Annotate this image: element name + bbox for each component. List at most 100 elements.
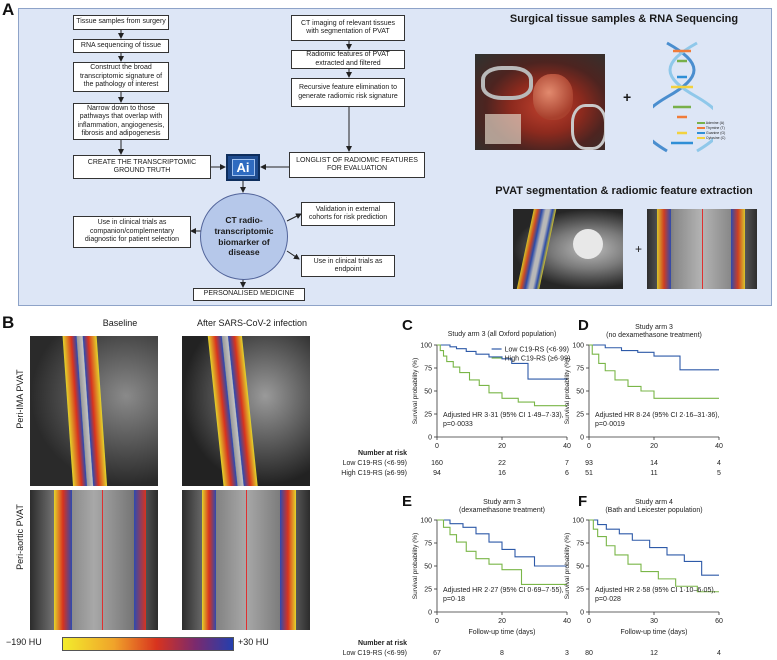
km-risk-low-E: 67 (433, 650, 441, 657)
km-title-D: Study arm 3 (635, 324, 673, 331)
panel-a-letter: A (2, 0, 15, 19)
km-risk-high-D: 11 (650, 470, 657, 477)
pvat-ct-scan-1 (513, 209, 623, 289)
flow-box-personalised-medicine: PERSONALISED MEDICINE (193, 288, 305, 301)
flow-box-radiomic-longlist: LONGLIST OF RADIOMIC FEATURES FOR EVALUA… (289, 152, 425, 178)
pvat-ct-scan-2 (647, 209, 757, 289)
km-ytick-label-F: 25 (576, 587, 584, 594)
biomarker-circle: CT radio-transcriptomic biomarker of dis… (200, 193, 288, 280)
km-ytick-label-C: 75 (424, 366, 432, 373)
km-legend-low: Low C19-RS (<6·99) (505, 347, 569, 354)
km-risk-low-C: 160 (431, 460, 443, 467)
km-xtick-label-F: 60 (715, 618, 723, 625)
km-curve-high-D (589, 344, 719, 399)
km-risk-low-C: 22 (498, 460, 506, 467)
km-risk-low-F: 12 (650, 650, 658, 657)
ai-chip-label: Ai (231, 159, 255, 176)
km-risk-low-D: 14 (650, 460, 658, 467)
km-letter-C: C (402, 317, 413, 334)
km-ylabel-E: Survival probability (%) (412, 533, 419, 599)
km-annotation-p-F: p=0·028 (595, 596, 621, 603)
km-risk-high-D: 51 (585, 470, 593, 477)
km-xtick-label-F: 30 (650, 618, 658, 625)
dna-legend: Adenine (A) Thymine (T) Guanine (G) Cyto… (697, 121, 725, 141)
hu-scale-max: +30 HU (238, 637, 269, 647)
dna-legend-a: Adenine (A) (705, 121, 725, 125)
km-risk-high-C: 16 (498, 470, 506, 477)
km-ytick-label-D: 50 (576, 389, 584, 396)
km-risk-high-C: 6 (565, 470, 569, 477)
km-title-C: Study arm 3 (all Oxford population) (448, 331, 557, 338)
km-letter-D: D (578, 317, 589, 334)
km-ylabel-D: Survival probability (%) (564, 358, 571, 424)
km-risk-low-E: 8 (500, 650, 504, 657)
km-annotation-D: Adjusted HR 8·24 (95% CI 2·16–31·36), (595, 412, 720, 419)
km-risk-high-C: 94 (433, 470, 441, 477)
km-subtitle-F: (Bath and Leicester population) (605, 507, 702, 514)
km-risk-row-high-C: High C19-RS (≥6·99) (341, 470, 407, 477)
flow-box-ct-imaging: CT imaging of relevant tissues with segm… (291, 15, 405, 41)
km-ytick-label-F: 75 (576, 541, 584, 548)
dna-helix-icon (653, 41, 713, 153)
km-ytick-label-F: 50 (576, 564, 584, 571)
km-letter-F: F (578, 493, 587, 510)
km-annotation-E: Adjusted HR 2·27 (95% CI 0·69–7·55), (443, 587, 564, 594)
km-xtick-label-E: 0 (435, 618, 439, 625)
km-curve-high-F (589, 519, 719, 593)
flow-box-companion-diagnostic: Use in clinical trials as companion/comp… (73, 216, 191, 248)
km-number-at-risk-E: Number at risk (358, 640, 407, 647)
km-curve-high-E (437, 519, 567, 585)
scan-baseline-aortic (30, 490, 158, 630)
dna-legend-t: Thymine (T) (705, 126, 725, 130)
plus-sign-1: + (623, 89, 632, 105)
km-risk-row-low-C: Low C19-RS (<6·99) (343, 460, 407, 467)
km-curve-low-F (589, 519, 719, 576)
km-title-F: Study arm 4 (635, 499, 673, 506)
ai-chip-icon: Ai (226, 154, 260, 181)
km-annotation-p-E: p=0·18 (443, 596, 465, 603)
km-ytick-label-C: 50 (424, 389, 432, 396)
km-subtitle-E: (dexamethasone treatment) (459, 507, 545, 514)
scan-baseline-ima (30, 336, 158, 486)
panel-b-letter: B (2, 313, 15, 332)
km-curve-low-E (437, 519, 567, 567)
hu-scale-min: −190 HU (6, 637, 42, 647)
dna-legend-c: Cytosine (C) (705, 136, 726, 140)
km-ytick-label-C: 25 (424, 412, 432, 419)
km-ytick-label-F: 100 (572, 518, 584, 525)
km-risk-low-E: 3 (565, 650, 569, 657)
km-number-at-risk-C: Number at risk (358, 450, 407, 457)
km-ytick-label-D: 25 (576, 412, 584, 419)
km-ytick-label-F: 0 (580, 610, 584, 617)
plus-sign-2: + (635, 242, 643, 256)
km-curve-low-C (437, 344, 567, 380)
km-annotation-C: Adjusted HR 3·31 (95% CI 1·49–7·33), (443, 412, 564, 419)
km-subtitle-D: (no dexamethasone treatment) (606, 332, 702, 339)
flow-connectors (118, 30, 352, 288)
km-xtick-label-C: 20 (498, 443, 506, 450)
km-ylabel-F: Survival probability (%) (564, 533, 571, 599)
km-curve-high-C (437, 344, 567, 407)
km-xtick-label-C: 0 (435, 443, 439, 450)
km-ytick-label-C: 100 (420, 343, 432, 350)
flow-box-feature-elimination: Recursive feature elimination to generat… (291, 78, 405, 107)
km-annotation-p-C: p=0·0033 (443, 421, 473, 428)
flow-box-ground-truth: CREATE THE TRANSCRIPTOMIC GROUND TRUTH (73, 155, 211, 179)
km-ytick-label-E: 75 (424, 541, 432, 548)
km-ytick-label-D: 100 (572, 343, 584, 350)
flow-box-endpoint: Use in clinical trials as endpoint (301, 255, 395, 277)
km-ytick-label-D: 0 (580, 435, 584, 442)
km-risk-low-F: 4 (717, 650, 721, 657)
flow-box-tissue-samples: Tissue samples from surgery (73, 15, 169, 30)
km-ytick-label-D: 75 (576, 366, 584, 373)
km-curve-low-D (589, 344, 719, 371)
km-legend-high: High C19-RS (≥6·99) (505, 356, 571, 363)
km-title-E: Study arm 3 (483, 499, 521, 506)
km-ytick-label-E: 50 (424, 564, 432, 571)
km-risk-low-C: 7 (565, 460, 569, 467)
heading-pvat-segmentation: PVAT segmentation & radiomic feature ext… (495, 185, 753, 197)
flow-box-radiomic-features: Radiomic features of PVAT extracted and … (291, 50, 405, 69)
column-label-baseline: Baseline (102, 318, 138, 328)
km-ytick-label-C: 0 (428, 435, 432, 442)
